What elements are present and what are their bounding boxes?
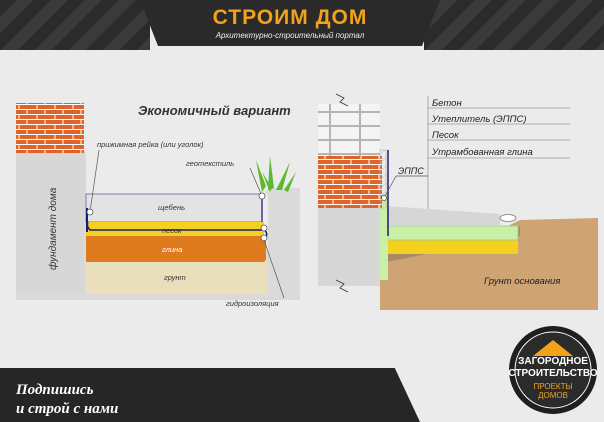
- legend-insulation: Утеплитель (ЭППС): [431, 114, 527, 125]
- soil-layer: [86, 262, 268, 294]
- break-mark-top: [335, 93, 349, 107]
- right-foundation: [318, 208, 380, 286]
- subscribe-line2: и строй с нами: [16, 401, 119, 417]
- corner-stripes-left: [0, 0, 150, 50]
- legend-concrete: Бетон: [432, 98, 462, 109]
- badge-line3: ПРОЕКТЫ: [533, 382, 573, 391]
- right-plaster: [379, 149, 387, 209]
- base-soil-label: Грунт основания: [484, 276, 560, 287]
- legend-lines: [427, 96, 570, 238]
- clamp-label: прижимная рейка (или уголок): [97, 140, 204, 149]
- right-insulation-layer: [387, 225, 519, 241]
- base-soil: [380, 218, 598, 310]
- soil-label: грунт: [164, 273, 186, 282]
- geotextile-label: геотекстиль: [186, 159, 234, 168]
- legend-sand: Песок: [432, 130, 459, 141]
- left-diagram-title: Экономичный вариант: [138, 103, 291, 118]
- legend-clay: Утрамбованная глина: [431, 147, 533, 158]
- gravel-label: щебень: [158, 203, 185, 212]
- concrete-slab: [386, 206, 500, 226]
- company-badge[interactable]: ЗАГОРОДНОЕ СТРОИТЕЛЬСТВО ПРОЕКТЫ ДОМОВ: [508, 316, 598, 416]
- drain-pipe: [499, 214, 517, 222]
- break-mark-bottom: [335, 279, 349, 293]
- sand-layer: [86, 222, 264, 236]
- clay-label: глина: [162, 245, 182, 254]
- site-title: СТРОИМ ДОМ: [212, 6, 368, 29]
- site-subtitle: Архитектурно-строительный портал: [215, 31, 365, 40]
- waterproofing-label: гидроизоляция: [226, 299, 279, 308]
- foundation-label: фундамент дома: [47, 187, 59, 270]
- grass-icon: [256, 156, 296, 192]
- badge-line2: СТРОИТЕЛЬСТВО: [508, 368, 598, 379]
- epps-label: ЭППС: [398, 166, 424, 176]
- left-brick-wall: [16, 103, 84, 153]
- subscribe-line1: Подпишись: [16, 382, 94, 398]
- badge-saw-icon: [509, 326, 597, 414]
- vertical-epps: [380, 194, 388, 280]
- badge-line1: ЗАГОРОДНОЕ: [518, 356, 588, 367]
- wall-blocks-top: [318, 104, 380, 156]
- clay-layer: [86, 236, 266, 262]
- foundation-wall: [16, 152, 84, 294]
- badge-line4: ДОМОВ: [538, 391, 568, 400]
- subscribe-banner[interactable]: Подпишись и строй с нами: [0, 368, 420, 422]
- corner-stripes-right: [424, 0, 604, 50]
- site-header[interactable]: СТРОИМ ДОМ Архитектурно-строительный пор…: [140, 0, 440, 46]
- right-brick-wall: [318, 156, 382, 208]
- right-sand-layer: [388, 240, 518, 254]
- sand-label: песок: [162, 226, 182, 235]
